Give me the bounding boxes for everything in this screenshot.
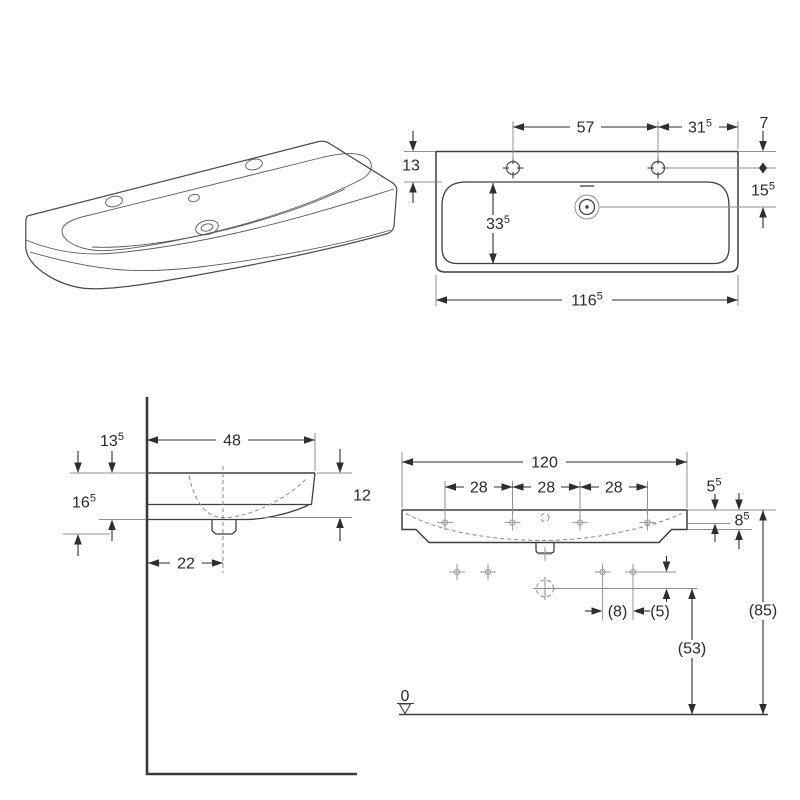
bowl-bottom-curve	[91, 188, 346, 248]
dim-edge-to-basin: 13	[402, 158, 420, 175]
isometric-view	[25, 140, 398, 290]
front-view: 120 28 28 28 55 85 (8) (5) (53) (85) 0	[397, 452, 785, 716]
dim-hole-spacing-3: 28	[605, 480, 623, 497]
dim-ref-53: (53)	[678, 641, 706, 658]
plan-view: 57 315 7 13 335 155 1165	[402, 115, 776, 310]
apron-bottom-edge	[29, 229, 392, 272]
dim-ref-8: (8)	[608, 604, 628, 621]
inner-rim	[61, 153, 372, 252]
datum-triangle-icon	[397, 702, 414, 715]
dim-rear-height: 135	[100, 431, 124, 450]
dim-depth: 48	[223, 433, 241, 450]
drain-fitting	[211, 519, 237, 535]
dim-total-height: 165	[72, 493, 96, 512]
deck-front-edge	[25, 188, 395, 255]
dim-front-height: 12	[353, 488, 371, 505]
trap-marker	[533, 577, 697, 600]
faucet-hole-right	[245, 158, 263, 171]
dim-ref-85: (85)	[749, 603, 777, 620]
drain-inner	[200, 223, 214, 232]
fixing-hole-markers	[449, 564, 641, 620]
dim-rim-height: 85	[734, 511, 749, 530]
drain-bottom-marker	[538, 547, 552, 561]
drain-outer	[195, 219, 219, 236]
overflow-hole-front	[540, 513, 550, 522]
dim-basin-depth: 335	[486, 214, 510, 233]
faucet-hole-left	[502, 157, 524, 179]
datum-zero-label: 0	[401, 688, 410, 705]
dim-faucet-to-drain: 155	[751, 181, 775, 200]
dim-ref-5: (5)	[650, 604, 670, 621]
dim-hole-spacing-1: 28	[470, 480, 488, 497]
drain	[574, 194, 600, 220]
faucet-hole-left	[105, 195, 123, 208]
dim-drain-offset: 22	[177, 556, 195, 573]
dim-width: 120	[531, 455, 558, 472]
dim-hole-spacing-2: 28	[537, 480, 555, 497]
bowl-profile-hidden	[188, 475, 306, 519]
dim-edge-to-faucet-line: 7	[760, 115, 769, 132]
dim-top-to-holes: 55	[706, 477, 721, 496]
dim-point-marker	[759, 162, 767, 174]
bowl-hidden-curve	[405, 513, 682, 542]
overflow-hole	[188, 193, 200, 203]
side-view: 48 135 165 12 22	[63, 397, 371, 776]
basin-underside	[147, 504, 309, 521]
dim-overall-width: 1165	[571, 291, 603, 310]
basin-outline	[25, 140, 398, 290]
basin-front-outline	[401, 509, 688, 544]
dim-faucet-spacing: 57	[577, 120, 595, 137]
basin-outer-outline	[435, 150, 739, 273]
basin-front-apron	[147, 472, 316, 506]
dim-faucet-to-edge: 315	[688, 118, 712, 137]
basin-inner-rim	[441, 181, 730, 265]
